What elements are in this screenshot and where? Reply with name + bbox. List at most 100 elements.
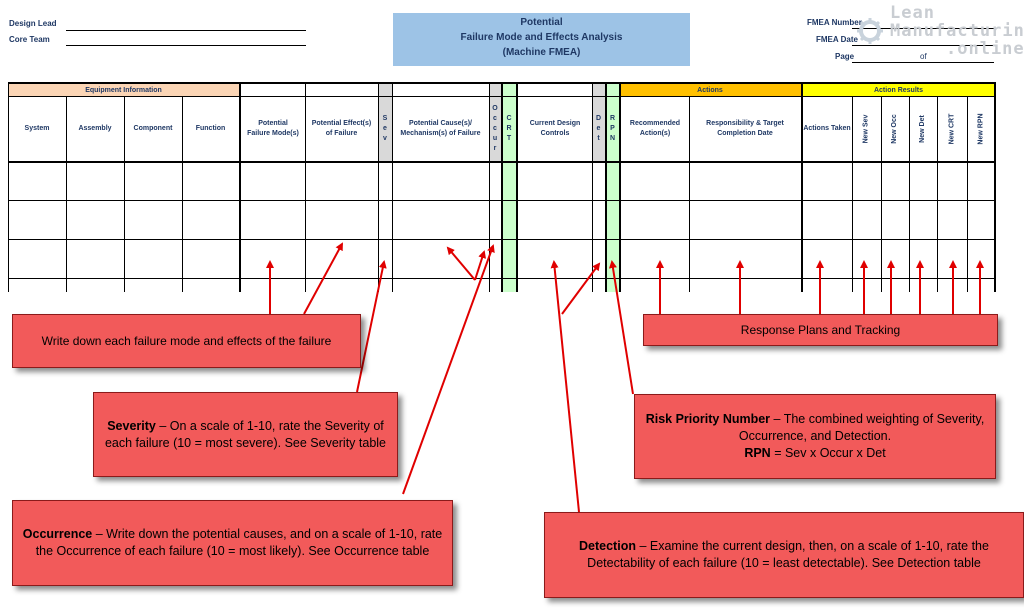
col-crt: C R T [502,96,516,162]
grid-line [305,84,306,292]
design-lead-line[interactable] [66,30,306,31]
rpn-description: – The combined weighting of Severity, Oc… [738,412,985,443]
callout-detection-text: Detection – Examine the current design, … [553,538,1015,572]
grid-line [378,84,379,292]
grid-line [489,84,490,292]
col-det: D e t [592,96,605,162]
detection-description: – Examine the current design, then, on a… [587,539,989,570]
col-new-crt: New CRT [937,96,967,162]
title-line-3: (Machine FMEA) [502,47,581,58]
rpn-formula-term: RPN [744,446,771,460]
grid-line [66,96,67,292]
grid-line [592,84,593,292]
det-letter: t [597,135,600,142]
new-det-label: New Det [919,115,926,143]
rpn-column-shade [606,84,619,292]
group-equipment-label: Equipment Information [85,86,162,94]
col-function: Function [195,125,226,132]
sev-letter: S [382,115,388,122]
col-actions-taken: Actions Taken [803,125,851,132]
grid-line [124,96,125,292]
fmea-date-label: FMEA Date [816,35,858,44]
col-new-rpn: New RPN [967,96,996,162]
col-assembly: Assembly [78,125,112,132]
rpn-letter: P [610,125,615,132]
callout-occurrence-text: Occurrence – Write down the potential ca… [21,526,444,560]
title-line-1: Potential [520,17,563,28]
grid-line [619,84,621,292]
grid-line [994,84,996,292]
new-occ-label: New Occ [891,114,899,144]
callout-response-text: Response Plans and Tracking [740,322,901,337]
occur-letter: c [493,125,497,132]
col-occur: O c c u r [489,96,501,162]
core-team-line[interactable] [66,45,306,46]
rpn-term: Risk Priority Number [645,412,771,426]
fmea-table: Equipment Information Actions Action Res… [8,82,996,292]
page-line[interactable] [852,62,994,63]
logo-line-3: .online [946,39,1024,59]
grid-line [967,96,968,292]
callout-response-plans: Response Plans and Tracking [643,314,998,346]
col-responsibility: Responsibility & Target Completion Date [706,120,784,137]
det-letter: D [595,115,602,122]
callout-failure-mode: Write down each failure mode and effects… [12,314,361,368]
group-actions: Actions [619,84,801,96]
rpn-letter: N [609,135,616,142]
occur-letter: O [492,105,498,112]
grid-line [937,96,938,292]
col-recommended: Recommended Action(s) [629,120,681,137]
grid-line [392,84,393,292]
grid-line [239,84,241,292]
crt-column-shade [502,84,516,292]
occur-letter: u [492,135,498,142]
col-failure-mode: Potential Failure Mode(s) [247,120,299,137]
col-system: System [24,125,50,132]
sev-letter: e [383,125,387,132]
col-new-occ: New Occ [881,96,909,162]
col-controls: Current Design Controls [529,120,581,137]
grid-line [801,84,803,292]
fmea-date-line[interactable] [852,45,994,46]
occur-column-shade [489,84,501,162]
callout-severity-text: Severity – On a scale of 1-10, rate the … [102,418,389,452]
col-new-sev: New Sev [852,96,881,162]
grid-line [909,96,910,292]
lean-manufacturing-logo: Lean Manufacturing .online [852,3,1024,63]
group-actions-label: Actions [697,86,723,94]
fmea-number-line[interactable] [852,28,994,29]
grid-line [501,84,503,292]
col-component: Component [133,125,173,132]
rpn-letter: R [609,115,616,122]
logo-line-2: Manufacturing [890,21,1024,41]
fmea-number-label: FMEA Number [807,18,862,27]
col-effects: Potential Effect(s) of Failure [311,120,372,137]
occur-letter: c [493,115,497,122]
occur-letter: r [493,145,497,152]
col-causes: Potential Cause(s)/ Mechanism(s) of Fail… [400,120,481,137]
arrow-detection-long [550,260,580,513]
form-title: Potential Failure Mode and Effects Analy… [393,13,690,66]
gear-icon [857,18,883,44]
group-equipment-information: Equipment Information [8,84,239,96]
grid-line [516,84,518,292]
group-action-results: Action Results [801,84,996,96]
core-team-label: Core Team [9,35,50,44]
callout-failure-mode-text: Write down each failure mode and effects… [41,333,332,348]
col-sev: S e v [378,96,392,162]
grid-line [689,96,690,292]
grid-line [852,96,853,292]
callout-rpn: Risk Priority Number – The combined weig… [634,394,996,479]
severity-description: – On a scale of 1-10, rate the Severity … [104,418,387,450]
sev-column-shade [378,84,392,162]
rpn-formula: = Sev x Occur x Det [770,446,886,460]
page-label: Page [835,52,855,61]
occurrence-term: Occurrence [22,527,93,541]
new-crt-label: New CRT [948,113,956,145]
design-lead-label: Design Lead [9,19,57,28]
logo-line-1: Lean [890,3,935,23]
group-action-results-label: Action Results [873,86,923,94]
callout-occurrence: Occurrence – Write down the potential ca… [12,500,453,586]
sev-letter: v [383,135,387,142]
callout-rpn-text: Risk Priority Number – The combined weig… [643,411,987,462]
